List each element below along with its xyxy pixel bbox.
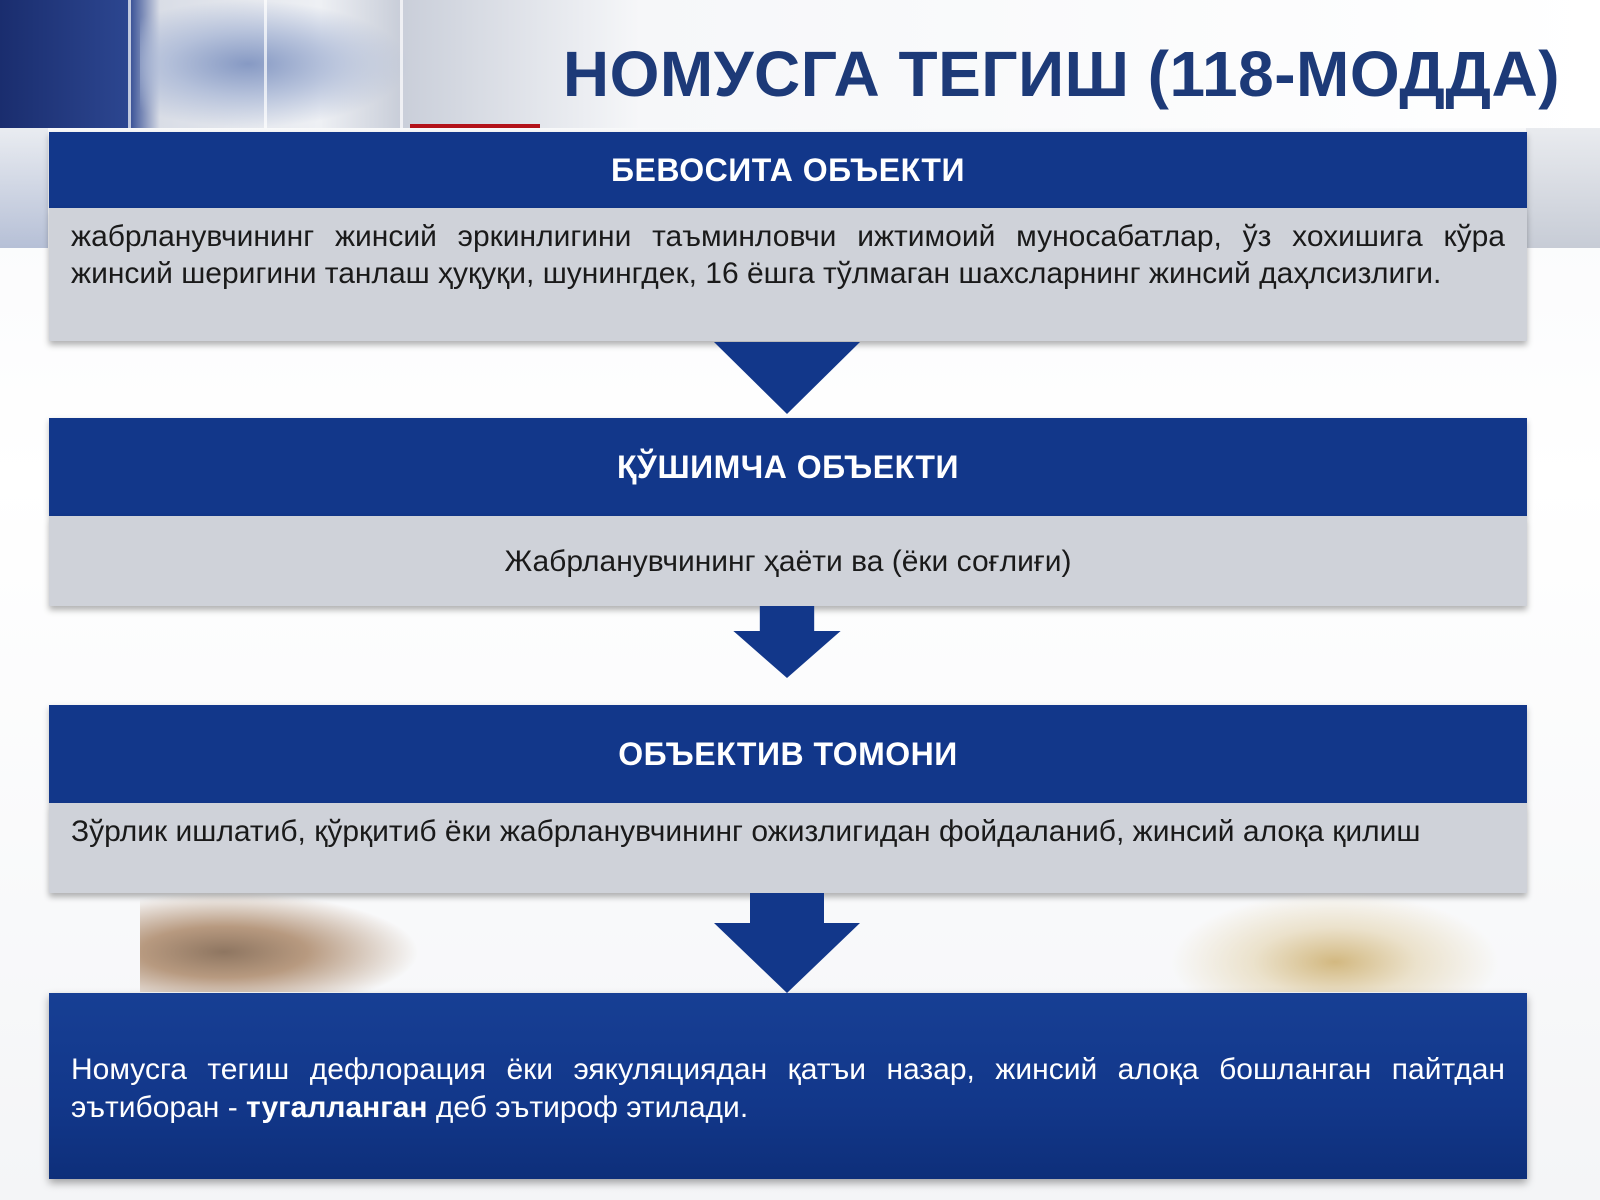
down-arrow-icon xyxy=(714,893,860,993)
header-stripe xyxy=(400,0,403,128)
block-text-objective-side: Зўрлик ишлатиб, қўрқитиб ёки жабрланувчи… xyxy=(49,803,1527,893)
conclusion-box: Номусга тегиш дефлорация ёки эякуляцияда… xyxy=(49,993,1527,1179)
scales-decoration xyxy=(1170,892,1500,992)
down-arrow-icon xyxy=(714,342,860,414)
page-title: НОМУСГА ТЕГИШ (118-МОДДА) xyxy=(562,38,1560,110)
right-decoration xyxy=(1526,128,1600,248)
gavel-decoration xyxy=(140,892,420,992)
block-heading-direct-object: БЕВОСИТА ОБЪЕКТИ xyxy=(49,132,1527,208)
down-arrow-icon xyxy=(733,606,841,678)
header-stripe xyxy=(128,0,131,128)
conclusion-text-after: деб эътироф этилади. xyxy=(435,1091,749,1124)
conclusion-text-bold: тугалланган xyxy=(246,1091,428,1124)
header-red-line xyxy=(410,124,540,128)
header-stripe xyxy=(264,0,267,128)
header-decoration xyxy=(140,0,410,128)
block-text-direct-object: жабрланувчининг жинсий эркинлигини таъми… xyxy=(49,208,1527,341)
conclusion-text-before: Номусга тегиш дефлорация ёки эякуляцияда… xyxy=(71,1053,1505,1124)
header-band xyxy=(0,0,1600,128)
block-heading-additional-object: ҚЎШИМЧА ОБЪЕКТИ xyxy=(49,418,1527,516)
block-text-additional-object: Жабрланувчининг ҳаёти ва (ёки соғлиғи) xyxy=(49,516,1527,606)
block-heading-objective-side: ОБЪЕКТИВ ТОМОНИ xyxy=(49,705,1527,803)
left-decoration xyxy=(0,128,48,248)
